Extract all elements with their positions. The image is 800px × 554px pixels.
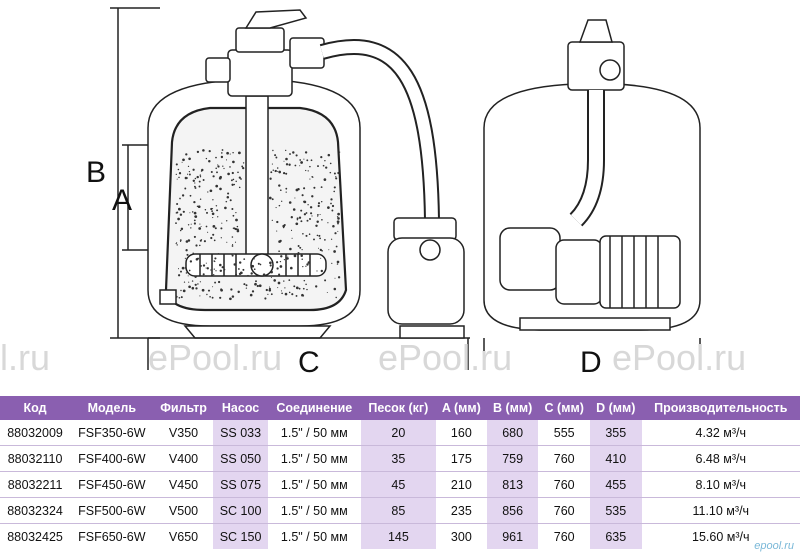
dim-label-b: B xyxy=(86,156,106,189)
col-header: Производительность xyxy=(641,396,800,420)
table-cell: 15.60 м³/ч xyxy=(641,523,800,549)
table-cell: 35 xyxy=(360,445,436,472)
table-cell: 160 xyxy=(450,425,472,440)
table-cell: 88032211 xyxy=(0,471,71,498)
table-cell: SS 075 xyxy=(213,471,268,498)
table-cell: V400 xyxy=(153,445,214,472)
table-cell: 88032009 xyxy=(7,425,63,440)
watermark-3: ePool.ru xyxy=(612,337,746,378)
table-cell: SS 033 xyxy=(213,420,268,446)
table-cell: 1.5" / 50 мм xyxy=(267,445,361,472)
spec-table-header: Код Модель Фильтр Насос Соединение Песок… xyxy=(0,396,800,420)
col-header: Код xyxy=(0,396,71,420)
table-cell: V450 xyxy=(153,471,214,498)
table-row: 88032009 FSF350-6W V350 SS 033 1.5" / 50… xyxy=(0,420,800,446)
table-cell: 45 xyxy=(360,471,436,498)
table-cell: 88032110 xyxy=(0,445,71,472)
col-header: A (мм) xyxy=(435,396,487,420)
table-cell: FSF400-6W xyxy=(70,445,154,472)
table-cell: V350 xyxy=(168,425,199,440)
table-cell: 455 xyxy=(589,471,642,498)
table-cell: V650 xyxy=(153,523,214,549)
table-cell: 300 xyxy=(435,523,487,549)
col-header: B (мм) xyxy=(486,396,539,420)
table-cell: 760 xyxy=(538,471,590,498)
corner-logo: epool.ru xyxy=(754,540,794,552)
dim-label-a: A xyxy=(112,184,132,217)
table-cell: 813 xyxy=(486,471,539,498)
table-row: 88032324 FSF500-6W V500 SC 100 1.5" / 50… xyxy=(0,497,800,524)
filter-pump-diagram: l.ru ePool.ru ePool.ru ePool.ru B A C D xyxy=(0,7,746,379)
table-cell: 355 xyxy=(589,420,642,446)
table-cell: 680 xyxy=(486,420,539,446)
table-cell: 88032425 xyxy=(0,523,71,549)
col-header: Модель xyxy=(70,396,154,420)
table-cell: 961 xyxy=(486,523,539,549)
dim-label-c: C xyxy=(298,346,320,379)
table-cell: 760 xyxy=(538,445,590,472)
watermark-2: ePool.ru xyxy=(378,337,512,378)
table-cell: 1.5" / 50 мм xyxy=(267,471,361,498)
table-cell: 410 xyxy=(589,445,642,472)
table-cell: FSF450-6W xyxy=(70,471,154,498)
table-row: 88032110 FSF400-6W V400 SS 050 1.5" / 50… xyxy=(0,445,800,472)
table-cell: 20 xyxy=(360,420,436,446)
table-cell: V500 xyxy=(153,497,214,524)
table-cell: FSF500-6W xyxy=(70,497,154,524)
table-cell: FSF350-6W xyxy=(78,425,146,440)
table-cell: 8.10 м³/ч xyxy=(641,471,800,498)
table-cell: 760 xyxy=(538,497,590,524)
table-cell: 235 xyxy=(435,497,487,524)
col-header: Фильтр xyxy=(153,396,214,420)
table-cell: 6.48 м³/ч xyxy=(641,445,800,472)
table-cell: 1.5" / 50 мм xyxy=(267,523,361,549)
col-header: C (мм) xyxy=(538,396,590,420)
table-cell: 759 xyxy=(486,445,539,472)
table-cell: 856 xyxy=(486,497,539,524)
table-cell: 4.32 м³/ч xyxy=(695,425,747,440)
table-cell: 210 xyxy=(435,471,487,498)
watermark-1: ePool.ru xyxy=(148,337,282,378)
table-cell: 555 xyxy=(553,425,575,440)
table-cell: 635 xyxy=(589,523,642,549)
spec-table: Код Модель Фильтр Насос Соединение Песок… xyxy=(0,396,800,549)
table-cell: 11.10 м³/ч xyxy=(641,497,800,524)
col-header: Насос xyxy=(213,396,268,420)
table-cell: SS 050 xyxy=(213,445,268,472)
table-cell: FSF650-6W xyxy=(70,523,154,549)
col-header: Соединение xyxy=(267,396,361,420)
col-header: D (мм) xyxy=(589,396,642,420)
table-cell: 145 xyxy=(360,523,436,549)
table-row: 88032211 FSF450-6W V450 SS 075 1.5" / 50… xyxy=(0,471,800,498)
table-cell: SC 100 xyxy=(213,497,268,524)
col-header: Песок (кг) xyxy=(360,396,436,420)
table-cell: 88032324 xyxy=(0,497,71,524)
table-cell: SC 150 xyxy=(213,523,268,549)
table-cell: 175 xyxy=(435,445,487,472)
table-cell: 1.5" / 50 мм xyxy=(280,425,348,440)
watermark-partial: l.ru xyxy=(0,337,50,378)
sand-texture xyxy=(175,149,341,301)
table-cell: 1.5" / 50 мм xyxy=(267,497,361,524)
dim-label-d: D xyxy=(580,346,602,379)
table-cell: 535 xyxy=(589,497,642,524)
table-cell: 760 xyxy=(538,523,590,549)
table-cell: 85 xyxy=(360,497,436,524)
table-row: 88032425 FSF650-6W V650 SC 150 1.5" / 50… xyxy=(0,523,800,549)
